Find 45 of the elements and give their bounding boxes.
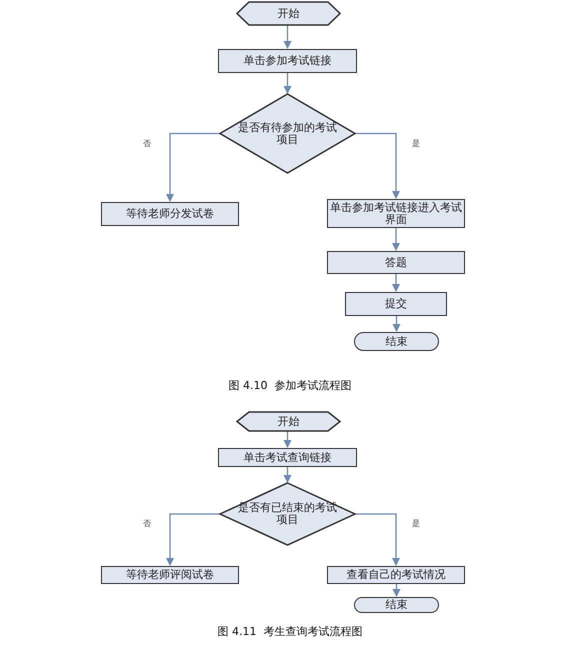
arrow	[284, 73, 292, 94]
node-label: 结束	[384, 336, 408, 348]
node-label: 等待老师评阅试卷	[125, 569, 215, 581]
edge-label: 是	[412, 518, 420, 529]
node-label: 等待老师分发试卷	[125, 208, 215, 220]
arrow	[392, 274, 400, 292]
figure-caption: 图 4.10 参加考试流程图	[228, 378, 352, 393]
arrow	[166, 513, 220, 566]
figure-caption: 图 4.11 考生查询考试流程图	[216, 624, 364, 639]
arrow	[392, 584, 400, 597]
decision-diamond	[220, 483, 355, 545]
arrow	[392, 316, 400, 332]
edge-label: 是	[412, 138, 420, 149]
process-box	[101, 566, 239, 584]
node-label: 答题	[384, 256, 408, 268]
arrow	[166, 132, 220, 202]
node-label: 提交	[384, 298, 408, 310]
decision-diamond	[220, 94, 355, 173]
process-box	[327, 251, 465, 274]
process-box	[101, 202, 239, 226]
process-box	[218, 49, 357, 73]
edge-label: 否	[143, 138, 151, 149]
node-label: 查看自己的考试情况	[346, 569, 446, 581]
node-label: 单击参加考试链接	[242, 55, 332, 67]
node-label: 是否有待参加的考试项目	[237, 122, 338, 146]
arrow	[284, 25, 292, 49]
start-hexagon	[237, 412, 340, 431]
node-label: 是否有已结束的考试项目	[237, 502, 338, 526]
end-terminal	[354, 332, 439, 351]
edge-label: 否	[143, 518, 151, 529]
start-hexagon	[237, 2, 340, 25]
arrow	[355, 513, 400, 566]
node-label: 开始	[276, 416, 300, 428]
process-box	[327, 566, 465, 584]
arrow	[284, 467, 292, 483]
node-label: 结束	[384, 599, 408, 611]
arrow	[355, 132, 400, 199]
arrow	[284, 431, 292, 448]
node-label: 开始	[276, 8, 300, 20]
node-label: 单击参加考试链接进入考试界面	[329, 202, 463, 226]
end-terminal	[354, 597, 439, 613]
process-box	[345, 292, 447, 316]
process-box	[218, 448, 357, 467]
node-label: 单击考试查询链接	[242, 452, 332, 464]
arrow	[392, 228, 400, 251]
